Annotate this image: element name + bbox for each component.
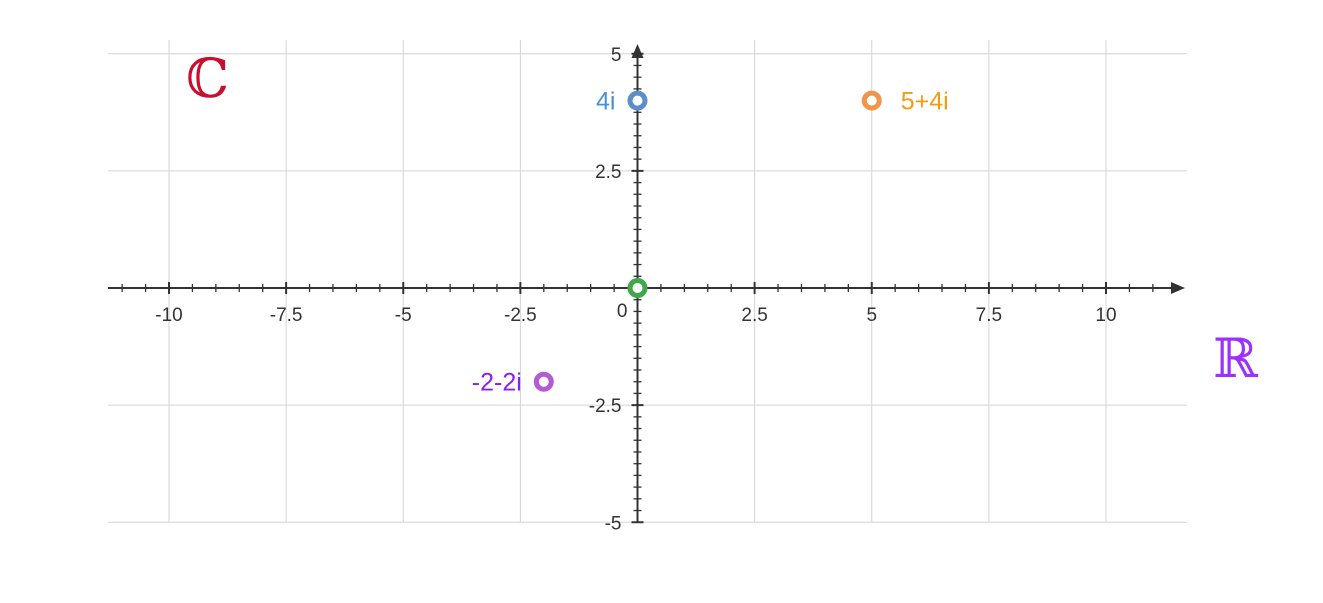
x-axis-arrow — [1171, 282, 1185, 294]
data-point-label: 4i — [596, 88, 615, 116]
y-tick-label: 5 — [611, 45, 622, 66]
complex-set-symbol: ℂ — [186, 47, 229, 110]
y-tick-label: -5 — [605, 513, 622, 534]
x-tick-label: -5 — [395, 305, 412, 326]
tick-marks — [121, 52, 1154, 524]
real-set-symbol: ℝ — [1213, 327, 1259, 390]
data-point — [627, 278, 648, 298]
data-point — [533, 371, 554, 392]
y-tick-label: -2.5 — [589, 396, 622, 417]
x-tick-label: -10 — [155, 305, 182, 326]
data-point — [861, 90, 882, 111]
origin-label: 0 — [617, 301, 628, 322]
x-tick-label: -7.5 — [270, 305, 303, 326]
tick-labels: -10 -7.5 -5 -2.5 2.5 5 7.5 10 5 2.5 -2.5 -5 0 — [155, 45, 1116, 535]
data-point-label: -2-2i — [472, 369, 522, 397]
data-point-label: 5+4i — [901, 88, 949, 116]
axes — [108, 44, 1185, 523]
x-tick-label: 7.5 — [976, 305, 1002, 326]
y-axis-arrow — [631, 44, 644, 58]
x-tick-label: 10 — [1095, 305, 1116, 326]
data-points: 4i 5+4i -2-2i — [472, 88, 949, 397]
x-tick-label: 2.5 — [741, 305, 767, 326]
data-point — [627, 90, 648, 111]
x-tick-label: 5 — [866, 305, 877, 326]
y-tick-label: 2.5 — [595, 162, 621, 183]
grid-lines — [108, 40, 1187, 523]
x-tick-label: -2.5 — [504, 305, 537, 326]
